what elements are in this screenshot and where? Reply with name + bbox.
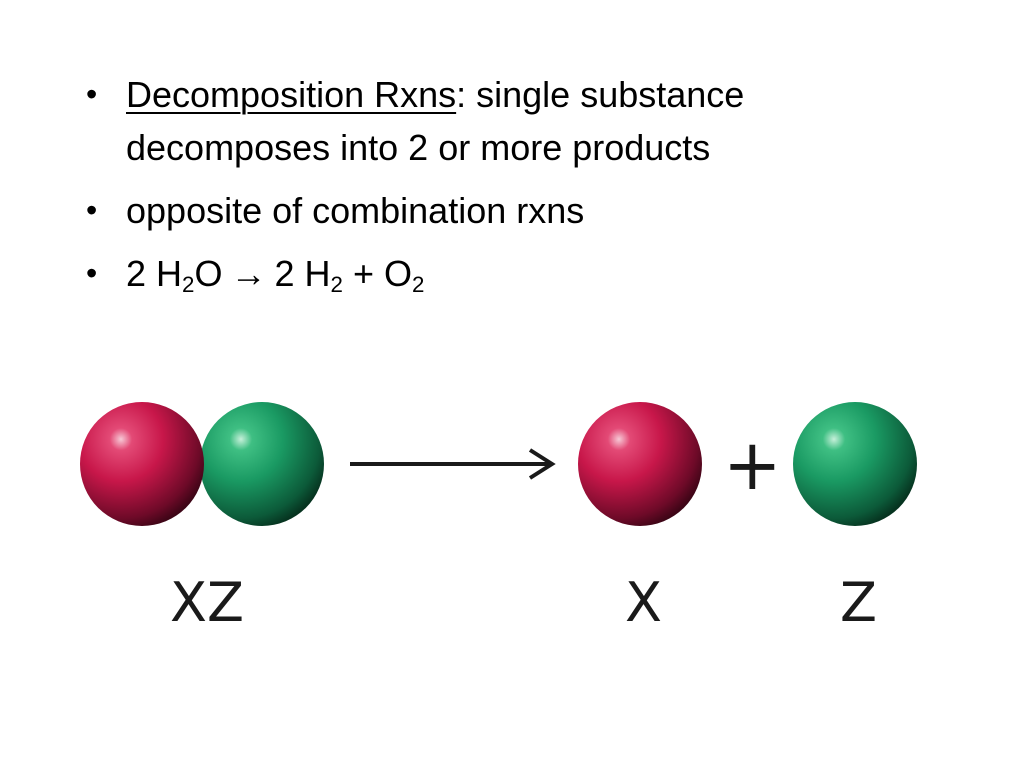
diagram-graphic [80, 402, 917, 526]
product-z-label: Z [840, 571, 877, 634]
reactant-z-sphere [200, 402, 324, 526]
eq-water-sub: 2 [182, 272, 195, 298]
definition-line1: : single substance [456, 74, 745, 115]
reactant-x-sphere [80, 402, 204, 526]
product-z-sphere [793, 402, 917, 526]
eq-water-coef: 2 H [126, 253, 183, 294]
bullet-opposite: • opposite of combination rxns [86, 184, 966, 237]
equation: 2 H2O→2 H2 + O2 [126, 253, 425, 298]
bullet-dot: • [86, 255, 98, 291]
product-x-sphere [578, 402, 702, 526]
eq-hydrogen-sub: 2 [330, 272, 343, 298]
reactant-label: XZ [170, 571, 244, 634]
decomposition-diagram: + XZ X Z [0, 380, 1024, 660]
definition-line2: decomposes into 2 or more products [126, 127, 711, 168]
term-decomposition-rxns: Decomposition Rxns [126, 74, 457, 115]
eq-oxygen: + O [352, 253, 412, 294]
eq-water-o: O [194, 253, 223, 294]
eq-hydrogen-coef: 2 H [274, 253, 331, 294]
bullet-list: • Decomposition Rxns: single substance d… [86, 68, 966, 310]
product-x-label: X [625, 571, 662, 634]
plus-sign: + [723, 424, 782, 506]
bullet-equation: • 2 H2O→2 H2 + O2 [86, 247, 966, 300]
bullet-dot: • [86, 76, 98, 112]
eq-oxygen-sub: 2 [411, 272, 425, 298]
bullet-dot: • [86, 192, 98, 228]
reaction-arrow-icon [350, 448, 556, 480]
bullet-decomposition: • Decomposition Rxns: single substance d… [86, 68, 966, 174]
opposite-text: opposite of combination rxns [126, 190, 585, 231]
arrow-icon: → [230, 253, 267, 294]
